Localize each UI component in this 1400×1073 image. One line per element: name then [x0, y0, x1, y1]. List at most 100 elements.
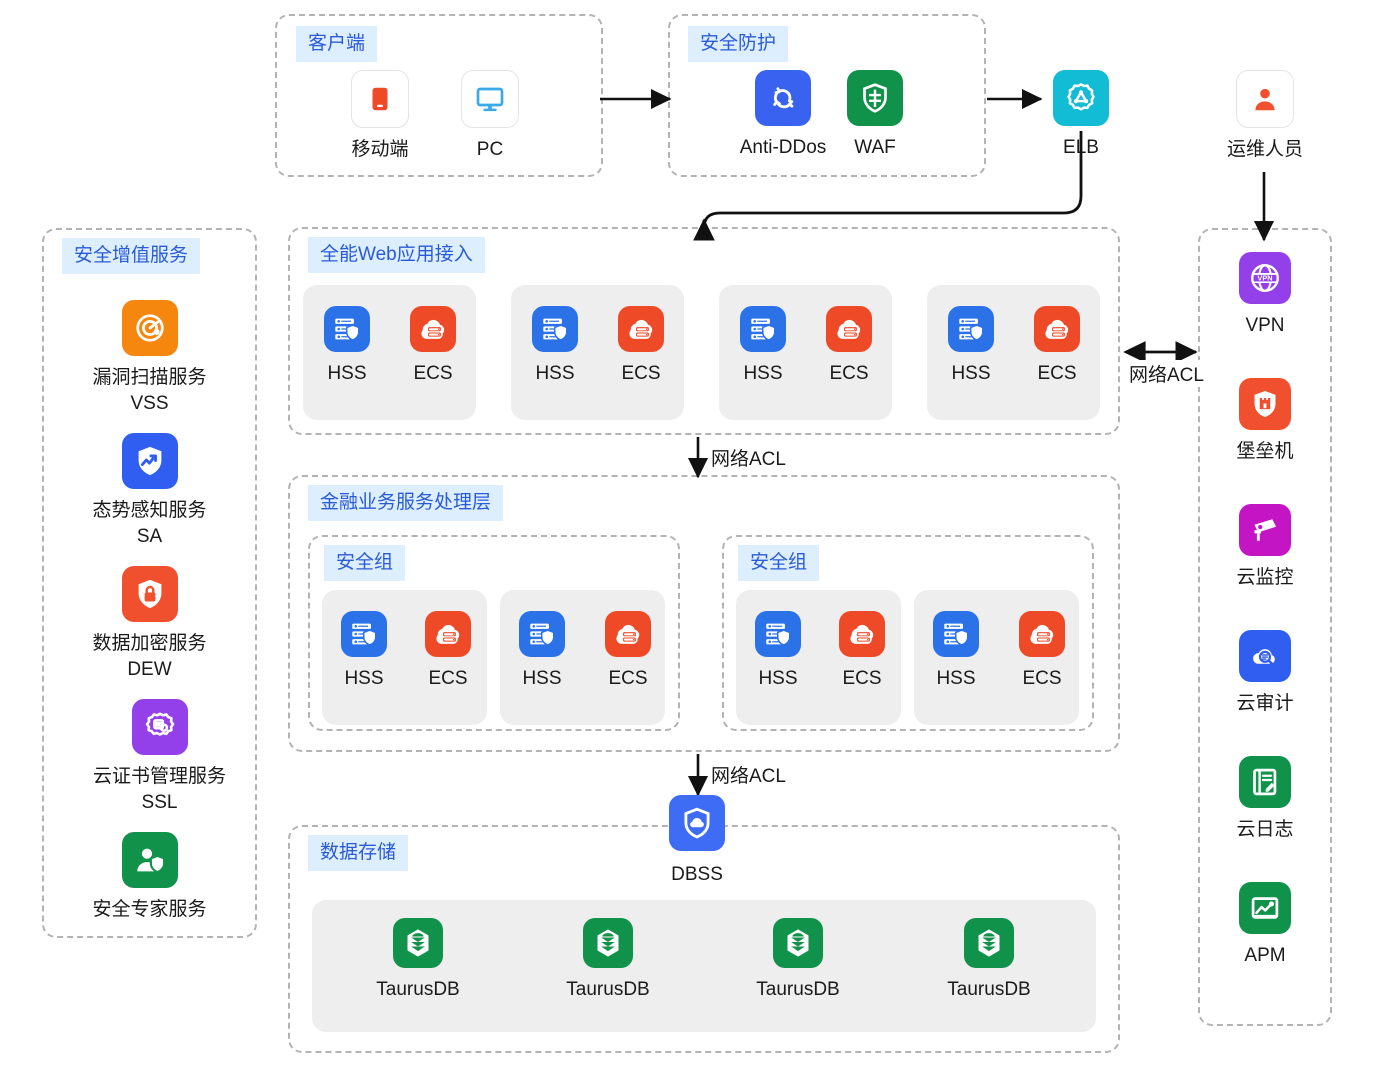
node-ssl[interactable]: 云证书管理服务 SSL — [93, 699, 226, 815]
node-hss[interactable]: HSS — [747, 611, 809, 691]
dew-lock-icon — [121, 566, 178, 622]
node-label: TaurusDB — [376, 979, 460, 1000]
ecs-cloud-server-icon — [618, 306, 664, 352]
taurusdb-icon — [964, 918, 1014, 968]
node-name: 云证书管理服务 — [93, 766, 227, 787]
pc-icon — [461, 70, 519, 128]
node-label: 移动端 — [351, 139, 409, 160]
node-hss[interactable]: HSS — [524, 306, 586, 386]
taurusdb-icon — [393, 918, 443, 968]
node-ops-user[interactable]: 运维人员 — [1227, 70, 1303, 162]
node-taurusdb[interactable]: TaurusDB — [376, 918, 460, 1002]
node-cloud-log[interactable]: 云日志 — [1229, 756, 1301, 842]
zone-client — [275, 14, 603, 177]
node-hss[interactable]: HSS — [940, 306, 1002, 386]
node-waf[interactable]: WAF — [840, 70, 910, 160]
node-bastion[interactable]: 堡垒机 — [1229, 378, 1301, 464]
node-label: 云监控 — [1236, 567, 1294, 588]
node-label: TaurusDB — [947, 979, 1031, 1000]
node-pc[interactable]: PC — [458, 70, 522, 162]
node-mobile[interactable]: 移动端 — [348, 70, 412, 162]
node-label: ECS — [428, 668, 468, 689]
hss-server-shield-icon — [755, 611, 801, 657]
node-sa[interactable]: 态势感知服务 SA — [93, 433, 207, 549]
node-ecs[interactable]: ECS — [1011, 611, 1073, 691]
node-vpn[interactable]: VPN VPN — [1229, 252, 1301, 338]
ecs-cloud-server-icon — [839, 611, 885, 657]
zone-value-added-label: 安全增值服务 — [62, 238, 201, 274]
node-security-expert[interactable]: 安全专家服务 — [93, 832, 207, 922]
node-label: HSS — [344, 668, 384, 689]
ecs-cloud-server-icon — [826, 306, 872, 352]
node-hss[interactable]: HSS — [925, 611, 987, 691]
ecs-cloud-server-icon — [410, 306, 456, 352]
node-label: HSS — [522, 668, 562, 689]
node-label: ELB — [1063, 137, 1099, 158]
node-ecs[interactable]: ECS — [818, 306, 880, 386]
node-taurusdb[interactable]: TaurusDB — [947, 918, 1031, 1002]
node-label: HSS — [535, 363, 575, 384]
node-label: HSS — [936, 668, 976, 689]
zone-security-label: 安全防护 — [688, 26, 789, 62]
node-ecs[interactable]: ECS — [831, 611, 893, 691]
node-hss[interactable]: HSS — [333, 611, 395, 691]
node-name: 漏洞扫描服务 — [92, 367, 207, 388]
node-label: HSS — [327, 363, 367, 384]
node-label: VPN — [1245, 315, 1285, 336]
node-code: SSL — [141, 792, 178, 813]
anti-ddos-icon — [755, 70, 811, 126]
security-group-1 — [308, 535, 680, 731]
hss-server-shield-icon — [740, 306, 786, 352]
node-label: HSS — [758, 668, 798, 689]
node-label: APM — [1244, 945, 1286, 966]
ecs-cloud-server-icon — [605, 611, 651, 657]
node-taurusdb[interactable]: TaurusDB — [756, 918, 840, 1002]
apm-chart-icon — [1239, 882, 1291, 934]
security-group-1-label: 安全组 — [324, 545, 406, 581]
zone-business-label: 金融业务服务处理层 — [308, 485, 504, 521]
node-ecs[interactable]: ECS — [1026, 306, 1088, 386]
node-vss[interactable]: 漏洞扫描服务 VSS — [93, 300, 207, 416]
mobile-icon — [351, 70, 409, 128]
node-ecs[interactable]: ECS — [402, 306, 464, 386]
hss-server-shield-icon — [933, 611, 979, 657]
node-anti-ddos[interactable]: Anti-DDos — [738, 70, 828, 160]
cloud-eye-camera-icon — [1239, 504, 1291, 556]
node-code: DEW — [127, 659, 172, 680]
ecs-cloud-server-icon — [1019, 611, 1065, 657]
zone-web-access-label: 全能Web应用接入 — [308, 237, 485, 273]
node-ecs[interactable]: ECS — [597, 611, 659, 691]
node-cloud-trace[interactable]: 云审计 — [1229, 630, 1301, 716]
node-code: VSS — [130, 393, 169, 414]
node-name: 态势感知服务 — [92, 500, 207, 521]
node-elb[interactable]: ELB — [1046, 70, 1116, 160]
node-hss[interactable]: HSS — [511, 611, 573, 691]
node-label: PC — [476, 139, 504, 160]
node-cloud-eye[interactable]: 云监控 — [1229, 504, 1301, 590]
node-label: ECS — [842, 668, 882, 689]
node-ecs[interactable]: ECS — [610, 306, 672, 386]
dbss-shield-icon — [669, 795, 725, 851]
node-label: HSS — [951, 363, 991, 384]
node-hss[interactable]: HSS — [732, 306, 794, 386]
node-label: 云审计 — [1236, 693, 1294, 714]
node-taurusdb[interactable]: TaurusDB — [566, 918, 650, 1002]
node-label: HSS — [743, 363, 783, 384]
security-expert-icon — [121, 832, 178, 888]
zone-storage-label: 数据存储 — [308, 835, 409, 871]
node-apm[interactable]: APM — [1229, 882, 1301, 968]
hss-server-shield-icon — [948, 306, 994, 352]
zone-value-added-services — [42, 228, 257, 938]
node-label: ECS — [621, 363, 661, 384]
node-ecs[interactable]: ECS — [417, 611, 479, 691]
node-dbss[interactable]: DBSS — [666, 795, 728, 887]
node-label: TaurusDB — [756, 979, 840, 1000]
node-dew[interactable]: 数据加密服务 DEW — [93, 566, 207, 682]
security-group-2 — [722, 535, 1094, 731]
node-label: ECS — [1022, 668, 1062, 689]
node-hss[interactable]: HSS — [316, 306, 378, 386]
taurusdb-icon — [583, 918, 633, 968]
node-label: 云日志 — [1236, 819, 1294, 840]
node-label: 堡垒机 — [1236, 441, 1294, 462]
